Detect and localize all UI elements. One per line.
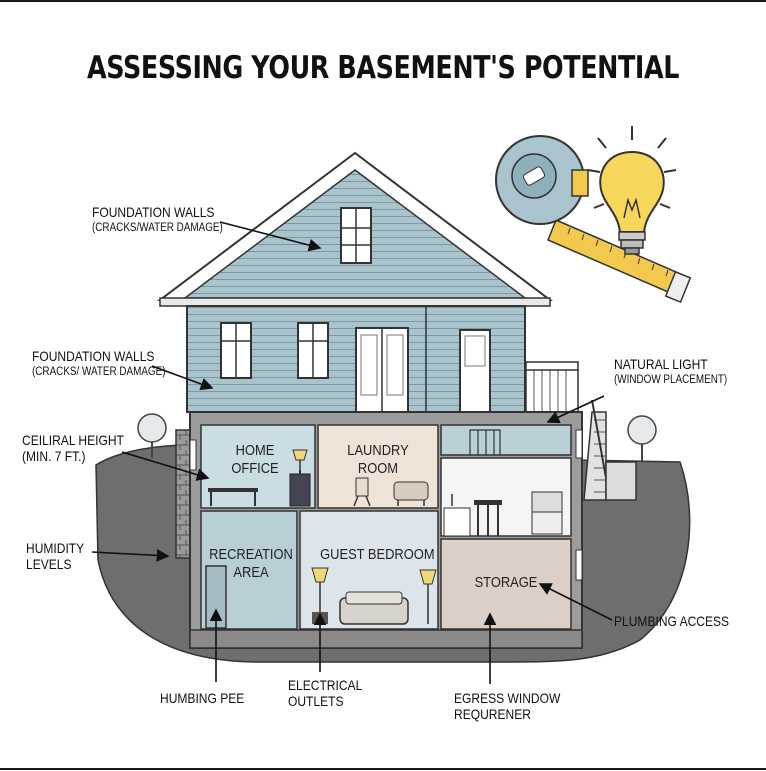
callout-arrows [91,221,613,684]
top-border [0,0,766,2]
foundation-brick [175,429,191,559]
light-bulb-icon [587,126,677,255]
room-laundry: LAUNDRY ROOM [347,442,409,477]
room-home-office: HOME OFFICE [231,442,279,477]
laundry-furniture [353,477,429,507]
label-humbing-pee: HUMBING PEE [160,690,245,706]
exterior-stairs [583,399,637,501]
interior-stairs [469,429,501,455]
kitchenette [443,491,563,537]
office-desk [208,449,311,507]
room-storage: STORAGE [474,574,538,591]
room-guest-bedroom: GUEST BEDROOM [320,546,435,563]
label-foundation-walls-lower: FOUNDATION WALLS (CRACKS/ WATER DAMAGE) [32,348,166,378]
page-title: ASSESSING YOUR BASEMENT'S POTENTIAL [86,50,680,86]
label-natural-light: NATURAL LIGHT (WINDOW PLACEMENT) [614,356,728,386]
tape-measure-icon [495,135,692,304]
label-foundation-walls-upper: FOUNDATION WALLS (CRACKS/WATER DAMAGE) [92,204,223,234]
room-recreation-area: RECREATION AREA [209,546,293,581]
attic-window [340,207,372,264]
bottom-border [0,768,766,770]
label-plumbing-access: PLUMBING ACCESS [614,613,730,629]
label-ceiling-height: CEILIRAL HEIGHT (MIN. 7 FT.) [22,432,124,464]
main-floor [186,305,579,413]
label-humidity-levels: HUMIDITY LEVELS [26,540,85,572]
basement-shell [189,411,583,649]
label-egress-window: EGRESS WINDOW REQURENER [454,690,561,722]
label-electrical-outlets: ELECTRICAL OUTLETS [288,677,363,709]
tree-icon [137,413,167,458]
tree-icon [627,415,657,462]
